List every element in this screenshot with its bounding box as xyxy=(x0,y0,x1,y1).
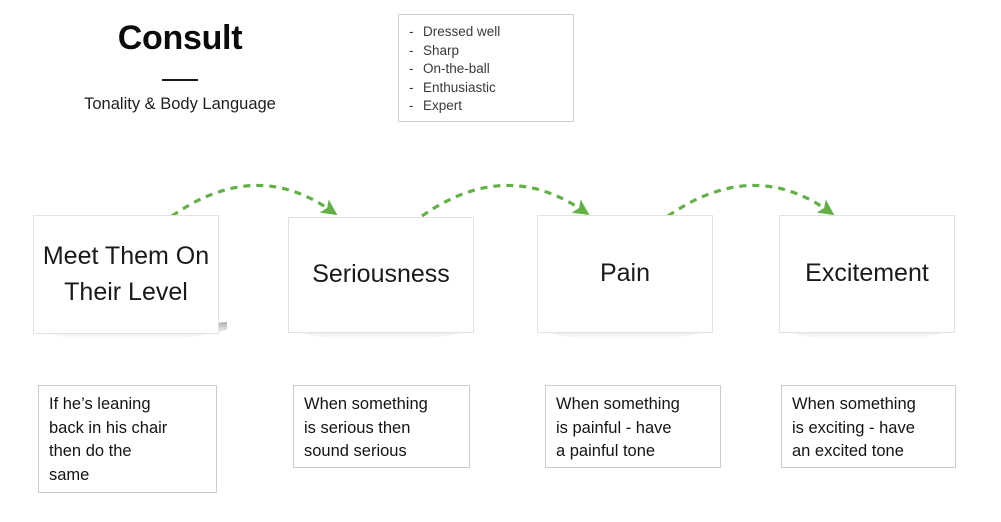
list-item: - Enthusiastic xyxy=(409,79,563,98)
stage-label: Excitement xyxy=(805,259,929,288)
list-item: - Sharp xyxy=(409,42,563,61)
stage-box-seriousness[interactable]: Seriousness xyxy=(288,217,474,333)
arrow-stage2-to-stage3 xyxy=(421,183,590,218)
title-block: Consult Tonality & Body Language xyxy=(40,19,320,115)
trait-label: On-the-ball xyxy=(423,61,490,77)
bullet-dash-icon: - xyxy=(409,24,414,39)
list-item: - On-the-ball xyxy=(409,60,563,79)
arrow-stage3-to-stage4 xyxy=(667,183,835,218)
bullet-dash-icon: - xyxy=(409,42,414,58)
traits-list-box: - Dressed well - Sharp - On-the-ball - E… xyxy=(398,14,574,122)
bullet-dash-icon: - xyxy=(409,61,414,77)
caption-box-excitement: When something is exciting - have an exc… xyxy=(781,385,956,468)
trait-label: Dressed well xyxy=(423,24,501,39)
caption-box-seriousness: When something is serious then sound ser… xyxy=(293,385,470,468)
caption-text: When something is exciting - have an exc… xyxy=(792,395,916,460)
stage-box-excitement[interactable]: Excitement xyxy=(779,215,955,333)
trait-label: Enthusiastic xyxy=(423,79,496,95)
page-subtitle: Tonality & Body Language xyxy=(84,95,276,114)
trait-label: Expert xyxy=(423,98,463,114)
list-item: - Dressed well xyxy=(409,23,563,42)
caption-text: If he’s leaning back in his chair then d… xyxy=(49,395,168,484)
caption-box-meet-them-on-their-level: If he’s leaning back in his chair then d… xyxy=(38,385,217,493)
stage-label: Meet Them On Their Level xyxy=(42,242,210,306)
caption-box-pain: When something is painful - have a painf… xyxy=(545,385,721,468)
stage-box-meet-them-on-their-level[interactable]: Meet Them On Their Level xyxy=(33,215,219,334)
caption-text: When something is serious then sound ser… xyxy=(304,395,428,460)
list-item: - Expert xyxy=(409,97,563,116)
stage-label: Seriousness xyxy=(312,260,450,289)
caption-text: When something is painful - have a painf… xyxy=(556,395,680,460)
bullet-dash-icon: - xyxy=(409,98,414,114)
bullet-dash-icon: - xyxy=(409,79,414,95)
page-title: Consult xyxy=(117,19,243,57)
title-divider xyxy=(162,79,198,82)
stage-box-pain[interactable]: Pain xyxy=(537,215,713,333)
trait-label: Sharp xyxy=(423,42,460,58)
stage-label: Pain xyxy=(599,259,651,288)
arrow-stage1-to-stage2 xyxy=(171,183,338,218)
